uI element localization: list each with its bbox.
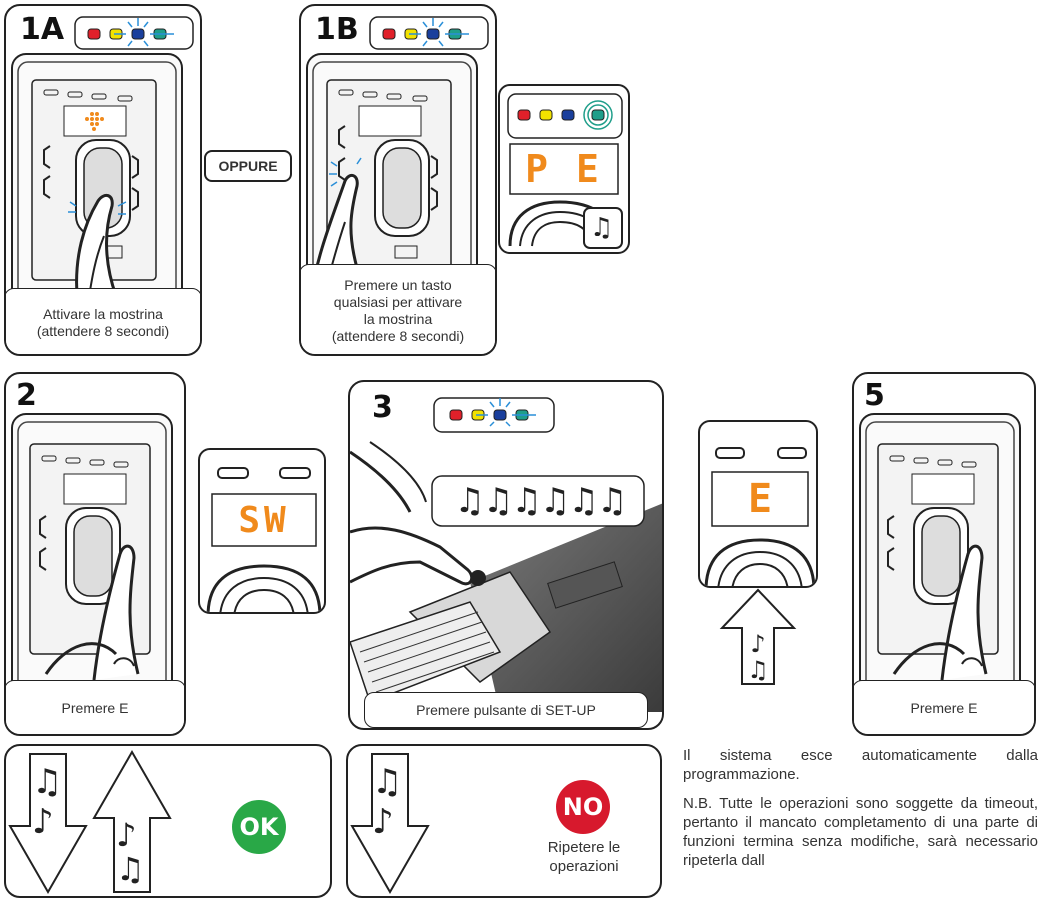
nb-note: N.B. Tutte le operazioni sono soggette d… — [683, 794, 1038, 898]
retry-text: Ripetere le operazioni — [524, 838, 644, 876]
step-label: 2 — [16, 378, 37, 413]
display-zoom-pe: PE ♫ — [498, 84, 630, 254]
display-zoom-e: E — [698, 420, 818, 588]
panel-step-1b: 1B Premere un tasto qualsiasi per attiva… — [299, 4, 497, 356]
display-text-pe: PE — [516, 144, 612, 194]
svg-text:♫: ♫ — [747, 656, 769, 684]
music-note-icon: ♫♪ — [32, 762, 62, 842]
step-caption: Premere pulsante di SET-UP — [364, 692, 648, 728]
svg-text:♪: ♪ — [750, 630, 765, 658]
step-label: 3 — [372, 390, 393, 425]
display-zoom-sw: SW — [198, 448, 326, 614]
led-bar — [74, 16, 194, 50]
display-text-e: E — [712, 472, 808, 526]
music-note-icon: ♫ — [590, 214, 613, 242]
up-arrow-notes-icon: ♪ ♫ — [718, 588, 798, 688]
step-label: 1A — [20, 12, 64, 47]
panel-step-3: 3 ♫♫♫♫♫♫ Premere pulsante di SET-UP — [348, 380, 664, 730]
panel-step-5: 5 Premere E — [852, 372, 1036, 736]
exit-note: Il sistema esce automaticamente dalla pr… — [683, 746, 1038, 784]
step-caption: Premere E — [852, 680, 1036, 736]
outcome-ok-panel: ♫♪ ♪♫ OK — [4, 744, 332, 898]
setup-board-illustration — [350, 382, 664, 730]
step-label: 5 — [864, 378, 885, 413]
outcome-no-panel: ♫♪ NO Ripetere le operazioni — [346, 744, 662, 898]
step-caption: Premere un tasto qualsiasi per attivare … — [299, 264, 497, 356]
music-notes-icon: ♫♫♫♫♫♫ — [440, 480, 640, 522]
music-note-icon: ♫♪ — [372, 762, 402, 842]
panel-step-1a: 1A Attivare la mostrina (attendere 8 sec… — [4, 4, 202, 356]
step-caption: Attivare la mostrina (attendere 8 second… — [4, 288, 202, 356]
ok-badge: OK — [232, 800, 286, 854]
step-caption: Premere E — [4, 680, 186, 736]
led-bar — [369, 16, 489, 50]
step-label: 1B — [315, 12, 359, 47]
panel-step-2: 2 Premere E — [4, 372, 186, 736]
music-note-icon: ♪♫ — [116, 818, 145, 886]
display-text-sw: SW — [212, 494, 316, 546]
no-badge: NO — [556, 780, 610, 834]
or-label: OPPURE — [204, 150, 292, 182]
